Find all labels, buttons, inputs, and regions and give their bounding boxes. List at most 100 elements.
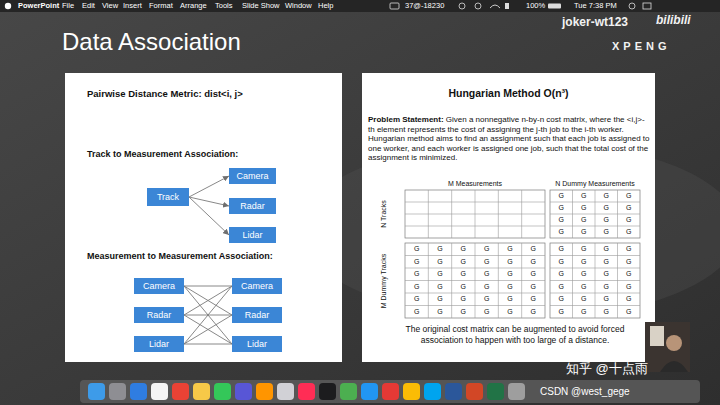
matrix-cell: G [452, 306, 475, 319]
matrix-cell: G [550, 243, 573, 256]
bold-lead: Problem Statement: [368, 115, 444, 124]
grid-line [405, 268, 545, 269]
box-label: Radar [147, 310, 172, 320]
matrix-cell: G [573, 306, 596, 319]
grid-line [405, 280, 545, 281]
sensor-box: Camera [232, 278, 282, 294]
matrix-cell: G [573, 256, 596, 269]
association-line [184, 286, 232, 287]
menu-bar [0, 0, 720, 12]
matrix-cell: G [405, 243, 428, 256]
matrix-cell: G [522, 281, 545, 294]
box-label: Camera [236, 171, 268, 181]
brand-logo: XPENG [612, 40, 671, 53]
matrix-cell: G [522, 306, 545, 319]
slide-title: Data Association [62, 28, 241, 56]
matrix-cell: G [550, 268, 573, 281]
matrix-cell: G [498, 306, 521, 319]
matrix-cell: G [595, 256, 618, 269]
matrix-cell: G [618, 243, 641, 256]
matrix-cell: G [550, 281, 573, 294]
matrix-cell: G [475, 268, 498, 281]
menu-item: 37@-18230 [405, 2, 444, 11]
matrix-cell: G [452, 268, 475, 281]
menu-item: Tools [215, 2, 233, 11]
menu-item: Format [149, 2, 173, 11]
box-label: Camera [143, 281, 175, 291]
matrix-cell: G [405, 256, 428, 269]
webcam-head [666, 335, 682, 351]
section-heading: Measurement to Measurement Association: [87, 251, 273, 261]
battery-icon [548, 4, 561, 9]
menu-item: PowerPoint [18, 2, 59, 11]
menu-item: Slide Show [242, 2, 280, 11]
matrix-header: M Measurements [448, 180, 502, 188]
matrix-cell: G [573, 202, 596, 214]
search-icon [629, 3, 635, 9]
matrix-cell: G [618, 190, 641, 202]
matrix-cell: G [573, 214, 596, 226]
matrix-cell: G [428, 293, 451, 306]
watermark: bilibili [656, 14, 691, 28]
menu-item: Edit [82, 2, 95, 11]
webcam-overlay [645, 322, 690, 372]
webcam-wall [650, 326, 664, 346]
matrix-cell: G [428, 256, 451, 269]
matrix-cell: G [522, 293, 545, 306]
grid-line [550, 305, 640, 306]
matrix-cell: G [475, 293, 498, 306]
matrix-cell: G [498, 281, 521, 294]
grid-line [550, 293, 640, 294]
sensor-box: Lidar [134, 336, 184, 352]
grid-line [550, 268, 640, 269]
matrix-cell: G [618, 293, 641, 306]
matrix-cell: G [550, 214, 573, 226]
matrix-side-label: M Dummy Tracks [380, 254, 388, 308]
matrix-cell: G [498, 256, 521, 269]
left-panel-ground [65, 73, 342, 362]
matrix-cell: G [595, 268, 618, 281]
dock-icons [88, 383, 525, 400]
matrix-cell: G [573, 190, 596, 202]
association-line [184, 286, 232, 344]
matrix-cell: G [595, 202, 618, 214]
panel: Hungarian Method O(n³)Problem Statement:… [362, 73, 655, 362]
matrix-cell: G [498, 268, 521, 281]
matrix-cell: G [618, 202, 641, 214]
association-line [184, 315, 232, 344]
grid-line [405, 305, 545, 306]
matrix-cell: G [452, 293, 475, 306]
matrix-side-label: N Tracks [380, 200, 388, 228]
problem-paragraph: Problem Statement: Given a nonnegative n… [368, 115, 650, 163]
sensor-box: Camera [134, 278, 184, 294]
panel-heading: Pairwise Distance Metric: dist<i, j> [87, 89, 243, 100]
matrix-cell: G [498, 243, 521, 256]
status-icon [475, 3, 481, 9]
matrix-cell: G [452, 256, 475, 269]
grid-line [550, 214, 640, 215]
matrix-cell: G [428, 306, 451, 319]
matrix-cell: G [475, 281, 498, 294]
matrix-block [405, 243, 545, 318]
association-line [189, 197, 229, 206]
menu-item: Help [318, 2, 333, 11]
matrix-cell: G [595, 281, 618, 294]
matrix-cell: G [550, 202, 573, 214]
sensor-box: Lidar [232, 336, 282, 352]
watermark: CSDN @west_gege [540, 386, 630, 398]
grid-line [550, 226, 640, 227]
box-label: Radar [240, 201, 265, 211]
panel: Pairwise Distance Metric: dist<i, j> Trac… [65, 73, 342, 362]
box-label: Camera [241, 281, 273, 291]
box-label: Track [157, 192, 179, 202]
sensor-box: Radar [229, 198, 276, 214]
matrix-cell: G [522, 256, 545, 269]
box-label: Lidar [149, 339, 169, 349]
grid-line [405, 214, 545, 215]
watermark: 知乎 @十点雨 [566, 362, 648, 377]
grid-line [550, 280, 640, 281]
matrix-cell: G [618, 306, 641, 319]
apple-logo [5, 3, 11, 9]
